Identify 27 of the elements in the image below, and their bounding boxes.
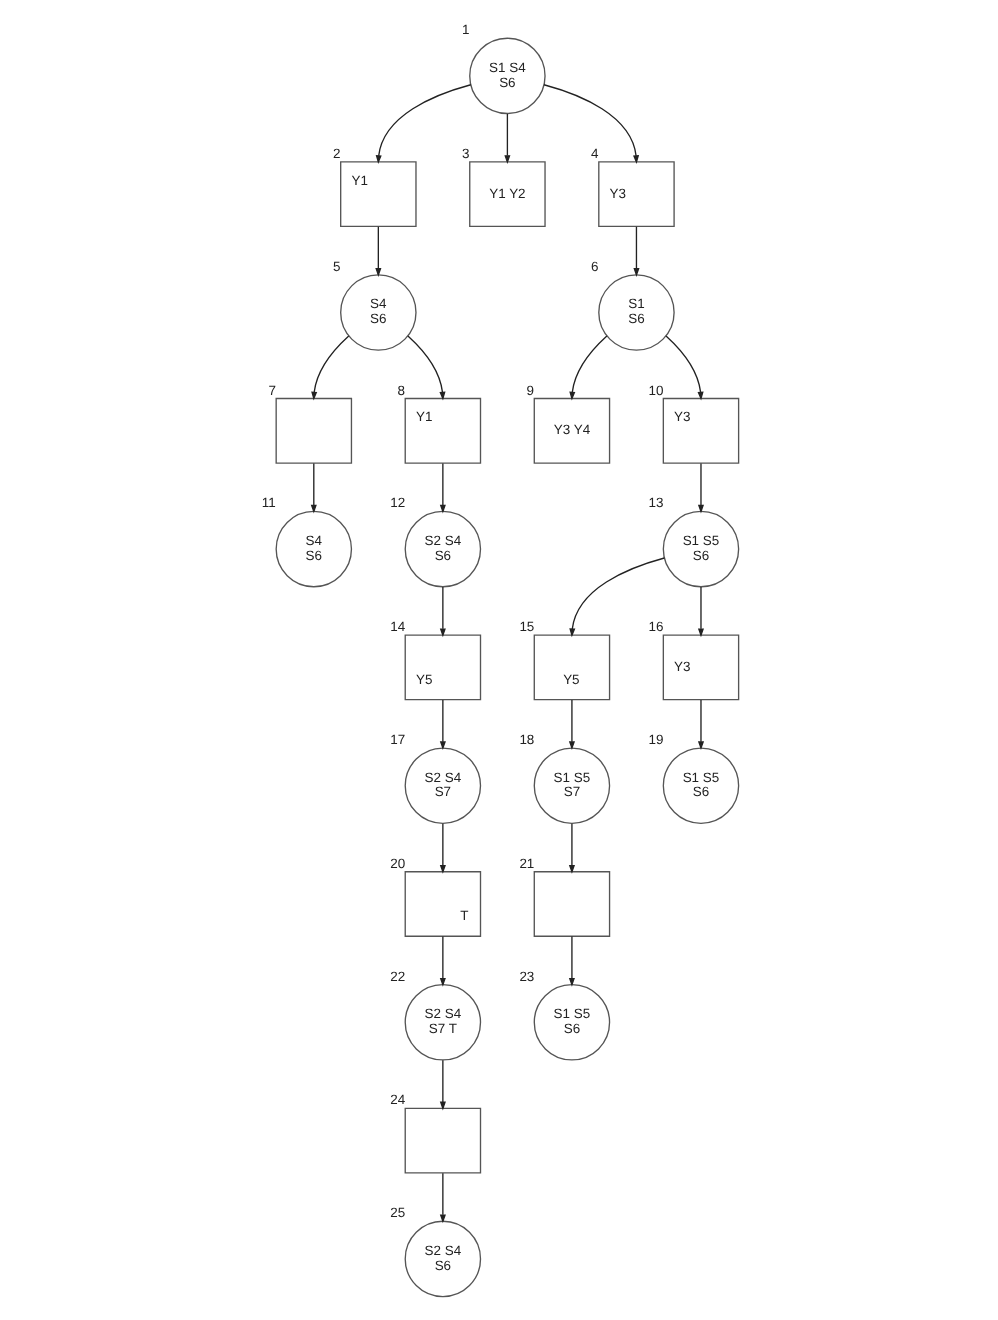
node-box	[403, 1107, 481, 1174]
arrow	[664, 335, 703, 401]
arrow	[374, 226, 381, 277]
arrow	[632, 226, 639, 277]
arrow	[438, 1059, 445, 1111]
arrow	[696, 586, 704, 638]
arrow	[567, 699, 574, 751]
arrow	[542, 84, 639, 164]
arrow	[309, 462, 316, 514]
arrow	[438, 1172, 445, 1224]
arrow	[374, 84, 471, 164]
arrow	[438, 935, 445, 987]
arrow	[503, 113, 510, 164]
arrow	[438, 823, 445, 874]
node-box	[532, 871, 610, 937]
node-box	[274, 397, 352, 464]
arrow	[438, 699, 445, 751]
arrow	[438, 586, 445, 638]
arrow	[696, 699, 704, 751]
arrow	[310, 335, 349, 401]
arrow	[568, 335, 607, 401]
arrow	[696, 462, 704, 514]
arrow	[438, 462, 445, 514]
arrow	[568, 557, 664, 638]
arrow	[406, 335, 445, 401]
arrow	[567, 823, 574, 874]
arrow	[567, 935, 574, 987]
